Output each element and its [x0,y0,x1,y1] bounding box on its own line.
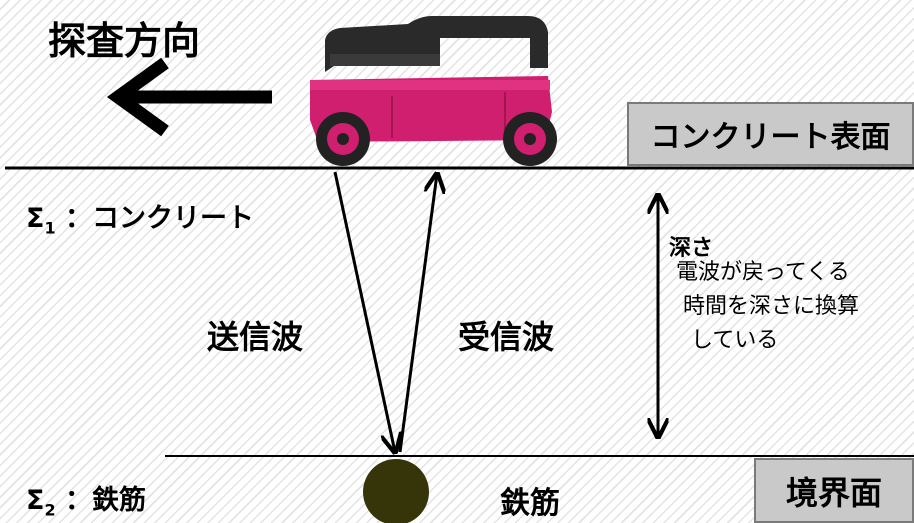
concrete-surface-label: コンクリート表面 [650,120,891,155]
transmit-wave-arrow [333,171,395,452]
rebar-label: 鉄筋 [500,486,560,521]
layer1-subscript: 1 [44,218,56,238]
boundary-box: 境界面 [754,458,914,523]
depth-note-line-2: 時間を深さに換算 [683,294,860,319]
layer2-label: Σ2 ：鉄筋 [26,478,146,519]
receive-wave-arrow [398,174,437,453]
layer2-subscript: 2 [44,500,56,520]
direction-arrow-icon [106,57,272,137]
boundary-label: 境界面 [785,473,882,512]
radar-device-icon [310,16,557,166]
concrete-surface-box: コンクリート表面 [627,102,914,166]
scan-direction-title: 探査方向 [48,19,201,63]
depth-note-line-1: 電波が戻ってくる [676,260,850,285]
receive-wave-label: 受信波 [458,318,555,356]
depth-heading: 深さ [669,236,714,261]
layer1-text: ：コンクリート [65,203,254,234]
depth-note-line-3: している [691,328,779,353]
rebar-circle [363,459,429,523]
layer2-text: ：鉄筋 [65,485,146,516]
transmit-wave-label: 送信波 [207,318,304,356]
layer2-symbol: Σ [26,485,45,516]
layer1-label: Σ1 ：コンクリート [26,196,254,237]
layer1-symbol: Σ [26,203,45,234]
